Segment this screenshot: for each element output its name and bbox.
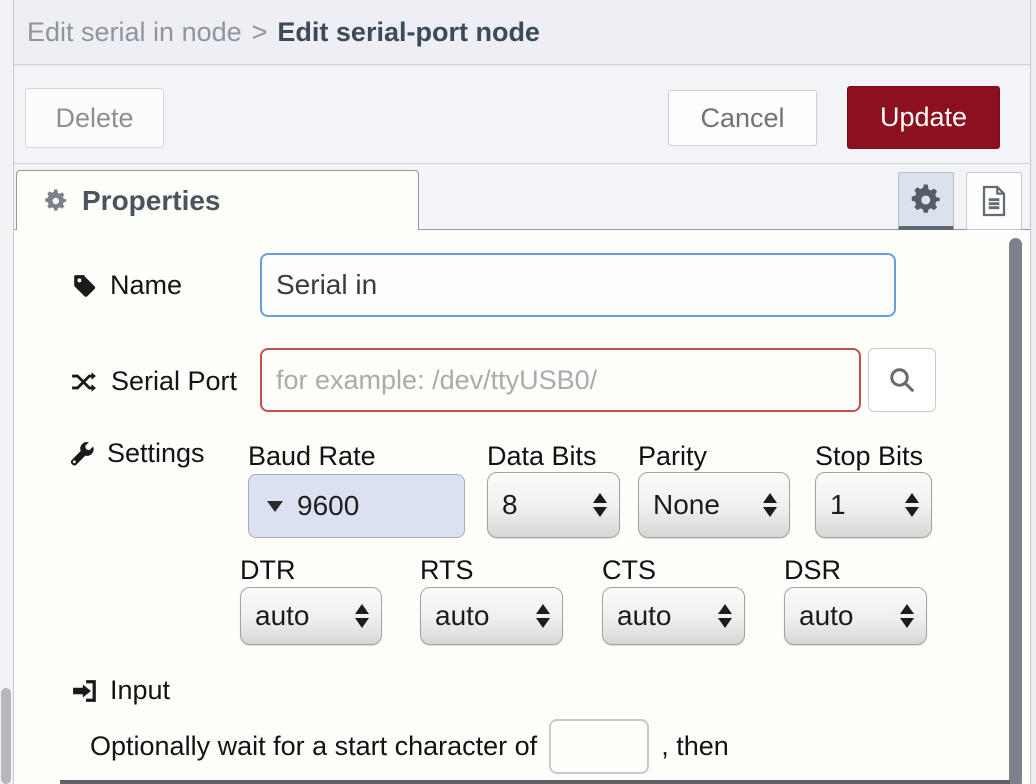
wrench-icon [70,441,94,465]
gear-icon [45,189,67,211]
select-arrows-icon [763,493,777,517]
select-arrows-icon [536,604,550,628]
serial-port-search-button[interactable] [868,348,936,412]
doc-icon [982,185,1006,217]
chevron-down-icon [267,500,283,512]
rts-label: RTS [420,555,474,585]
data-bits-select[interactable]: 8 [487,472,620,538]
tab-bar: Properties [14,164,1030,231]
page-title: Edit serial-port node [277,16,540,47]
baud-rate-label: Baud Rate [248,441,376,471]
select-arrows-icon [718,604,732,628]
dtr-label: DTR [240,555,296,585]
settings-label: Settings [69,438,205,469]
form-scrollbar-thumb[interactable] [1009,238,1022,784]
dsr-label: DSR [784,555,842,585]
bottom-divider [60,780,1010,784]
workspace-left-strip [0,0,14,784]
shuffle-icon [72,371,96,392]
update-button[interactable]: Update [847,86,1000,149]
cancel-button[interactable]: Cancel [668,90,817,146]
dialog-right-border [1030,0,1031,784]
tab-properties-label: Properties [82,185,221,216]
start-character-input[interactable] [549,719,650,774]
rts-select[interactable]: auto [420,587,563,645]
baud-rate-dropdown[interactable]: 9600 [248,474,465,538]
select-arrows-icon [905,493,919,517]
input-section-label: Input [72,675,170,706]
breadcrumb-parent[interactable]: Edit serial in node [27,16,242,47]
wait-text: Optionally wait for a start character of [90,731,538,761]
serial-port-label: Serial Port [69,366,237,397]
serial-port-input[interactable] [260,348,861,412]
cts-select[interactable]: auto [602,587,745,645]
cts-label: CTS [602,555,656,585]
tag-icon [74,274,96,297]
name-input[interactable] [260,253,896,317]
dsr-select[interactable]: auto [784,587,927,645]
properties-form: Name Serial Port Settings [14,230,1030,784]
dtr-select[interactable]: auto [240,587,382,645]
select-arrows-icon [900,604,914,628]
select-arrows-icon [355,604,369,628]
stop-bits-select[interactable]: 1 [815,472,932,538]
left-scrollbar-thumb[interactable] [1,688,11,784]
start-character-row: Optionally wait for a start character of… [90,719,729,774]
edit-properties-toggle-button[interactable] [898,172,954,230]
parity-label: Parity [638,441,708,471]
parity-select[interactable]: None [638,472,790,538]
sign-in-icon [73,679,96,702]
edit-description-toggle-button[interactable] [966,172,1022,230]
tab-properties[interactable]: Properties [16,170,419,231]
name-label: Name [72,270,182,301]
baud-rate-value: 9600 [297,490,360,521]
delete-button[interactable]: Delete [25,88,164,148]
dialog-button-bar: Delete Cancel Update [14,66,1030,164]
breadcrumb-separator: > [251,16,268,47]
data-bits-label: Data Bits [487,441,597,471]
select-arrows-icon [593,493,607,517]
stop-bits-label: Stop Bits [815,441,924,471]
gear-icon [911,184,940,213]
then-text: , then [661,731,729,761]
search-icon [890,368,915,393]
dialog-header: Edit serial in node > Edit serial-port n… [14,0,1030,65]
